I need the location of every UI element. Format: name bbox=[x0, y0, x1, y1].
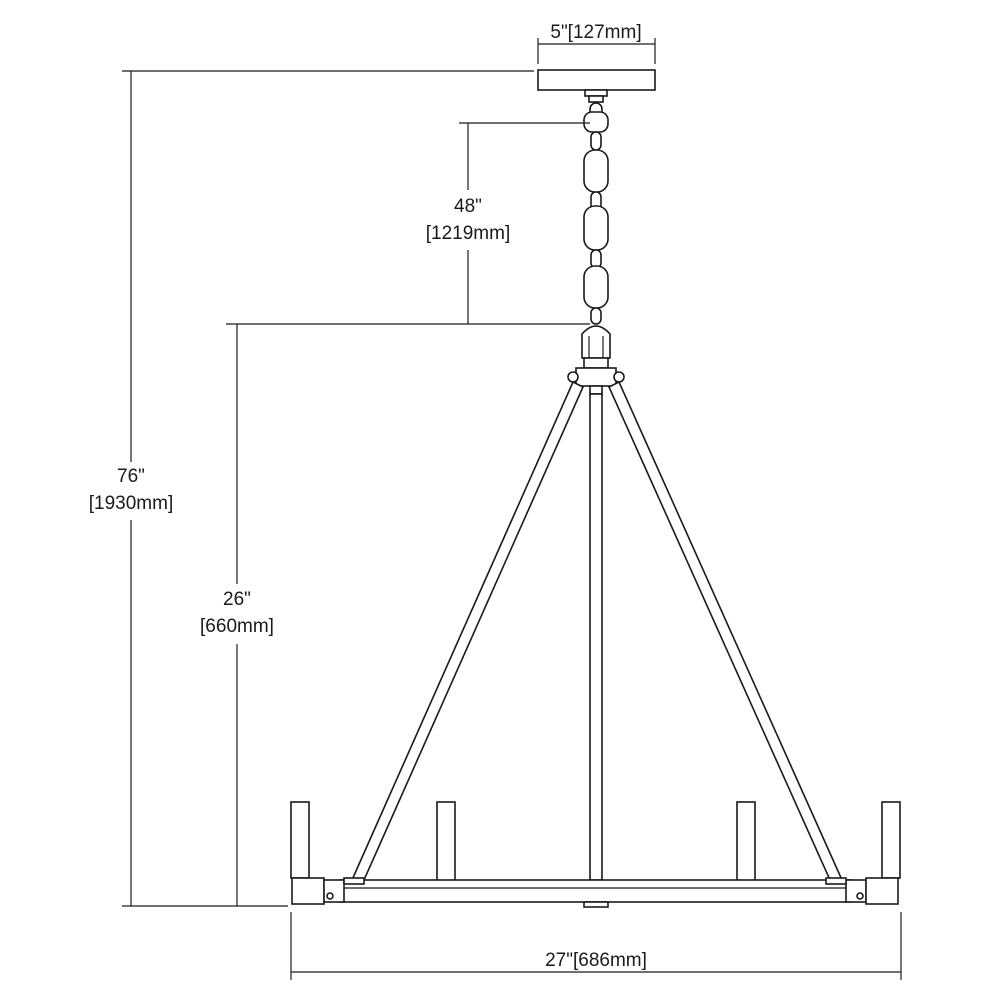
chain-length-metric: [1219mm] bbox=[426, 223, 510, 244]
bottom-frame bbox=[290, 801, 901, 908]
canopy-width-label: 5"[127mm] bbox=[550, 22, 641, 43]
support-arms bbox=[350, 380, 844, 881]
top-hub bbox=[567, 325, 625, 403]
chain bbox=[583, 102, 609, 325]
fixture-height-dimension: 26" [660mm] bbox=[200, 323, 590, 906]
chain-length-imperial: 48" bbox=[454, 196, 482, 217]
fixture-width-label: 27"[686mm] bbox=[545, 950, 647, 971]
chain-length-dimension: 48" [1219mm] bbox=[426, 122, 590, 324]
canopy bbox=[537, 69, 656, 103]
overall-height-imperial: 76" bbox=[117, 466, 145, 487]
canopy-width-dimension: 5"[127mm] bbox=[537, 22, 656, 64]
fixture-width-dimension: 27"[686mm] bbox=[290, 912, 902, 980]
fixture-height-metric: [660mm] bbox=[200, 616, 274, 637]
overall-height-dimension: 76" [1930mm] bbox=[89, 70, 534, 907]
overall-height-metric: [1930mm] bbox=[89, 493, 173, 514]
fixture-height-imperial: 26" bbox=[223, 589, 251, 610]
